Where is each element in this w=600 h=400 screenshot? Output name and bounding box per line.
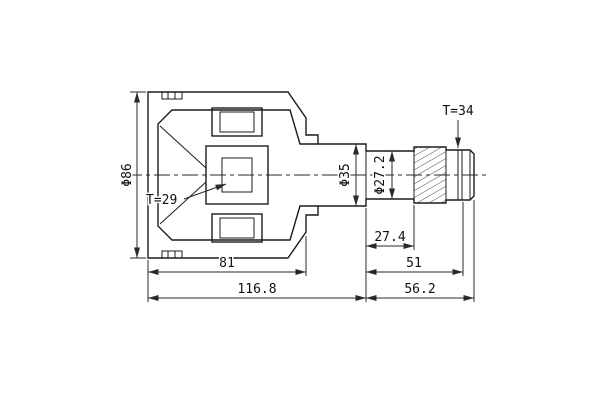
dim-label-shaft-spline: T=34 [442, 104, 473, 119]
inner-race-spline-bore [221, 157, 253, 193]
dim-label-spline-section-length: 51 [406, 256, 422, 271]
dim-label-groove-diameter: Φ27.2 [373, 155, 388, 194]
roller-top [211, 107, 263, 137]
cavity-cone-line-bottom [159, 181, 207, 225]
cavity-cone-line-top [159, 125, 207, 169]
roller-top-inner [219, 111, 255, 133]
drive-shaft [318, 143, 475, 207]
dim-label-housing-diameter: Φ86 [120, 163, 135, 186]
bearing-assembly [205, 107, 269, 243]
boot-groove-bottom [161, 250, 183, 258]
dim-label-inner-spline: T=29 [146, 193, 177, 208]
dim-label-shaft-section-length: 56.2 [404, 282, 435, 297]
roller-bottom [211, 213, 263, 243]
inner-race [205, 145, 269, 205]
boot-groove-top [161, 92, 183, 100]
shaft-outline [318, 143, 475, 207]
housing-section [147, 91, 319, 259]
shaft-spline-section [414, 147, 446, 203]
dim-label-housing-overall-length: 116.8 [237, 282, 276, 297]
housing-wall-section [147, 91, 319, 259]
dimensions: Φ86 T=29 Φ35 Φ27.2 T=34 27.4 81 51 116.8 [119, 91, 475, 302]
roller-bottom-inner [219, 217, 255, 239]
leader-inner-spline [183, 183, 227, 200]
dim-label-groove-width: 27.4 [374, 230, 405, 245]
dim-label-shaft-diameter: Φ35 [338, 163, 353, 186]
dim-label-housing-length: 81 [219, 256, 235, 271]
